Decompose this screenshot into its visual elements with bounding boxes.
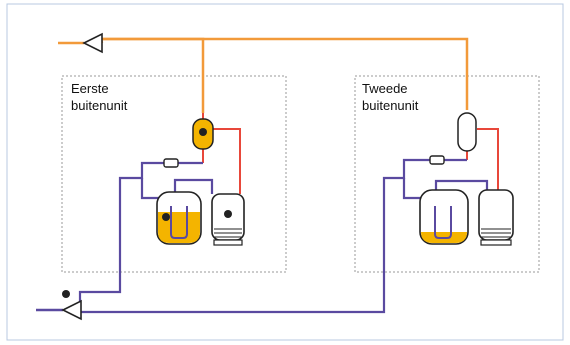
oil-separator-icon-second (457, 112, 477, 152)
unit-label-first-line2: buitenunit (71, 98, 128, 113)
unit-label-second-line1: Tweede (362, 81, 408, 96)
accumulator-icon (156, 191, 202, 245)
marker-2 (162, 213, 170, 221)
diagram-frame (6, 3, 564, 341)
filter-icon (163, 158, 179, 168)
marker-3 (224, 210, 232, 218)
flow-direction-triangle-icon-return (61, 299, 82, 321)
unit-box-first (61, 75, 287, 273)
flow-direction-triangle-icon (82, 32, 103, 54)
marker-4 (62, 290, 70, 298)
unit-label-second-line2: buitenunit (362, 98, 419, 113)
compressor-icon (211, 193, 245, 246)
filter-icon-second (429, 155, 445, 165)
unit-box-second (354, 75, 540, 273)
compressor-icon-second (478, 189, 514, 246)
accumulator-icon-second (419, 189, 469, 245)
unit-label-first-line1: Eerste (71, 81, 109, 96)
marker-1 (199, 128, 207, 136)
